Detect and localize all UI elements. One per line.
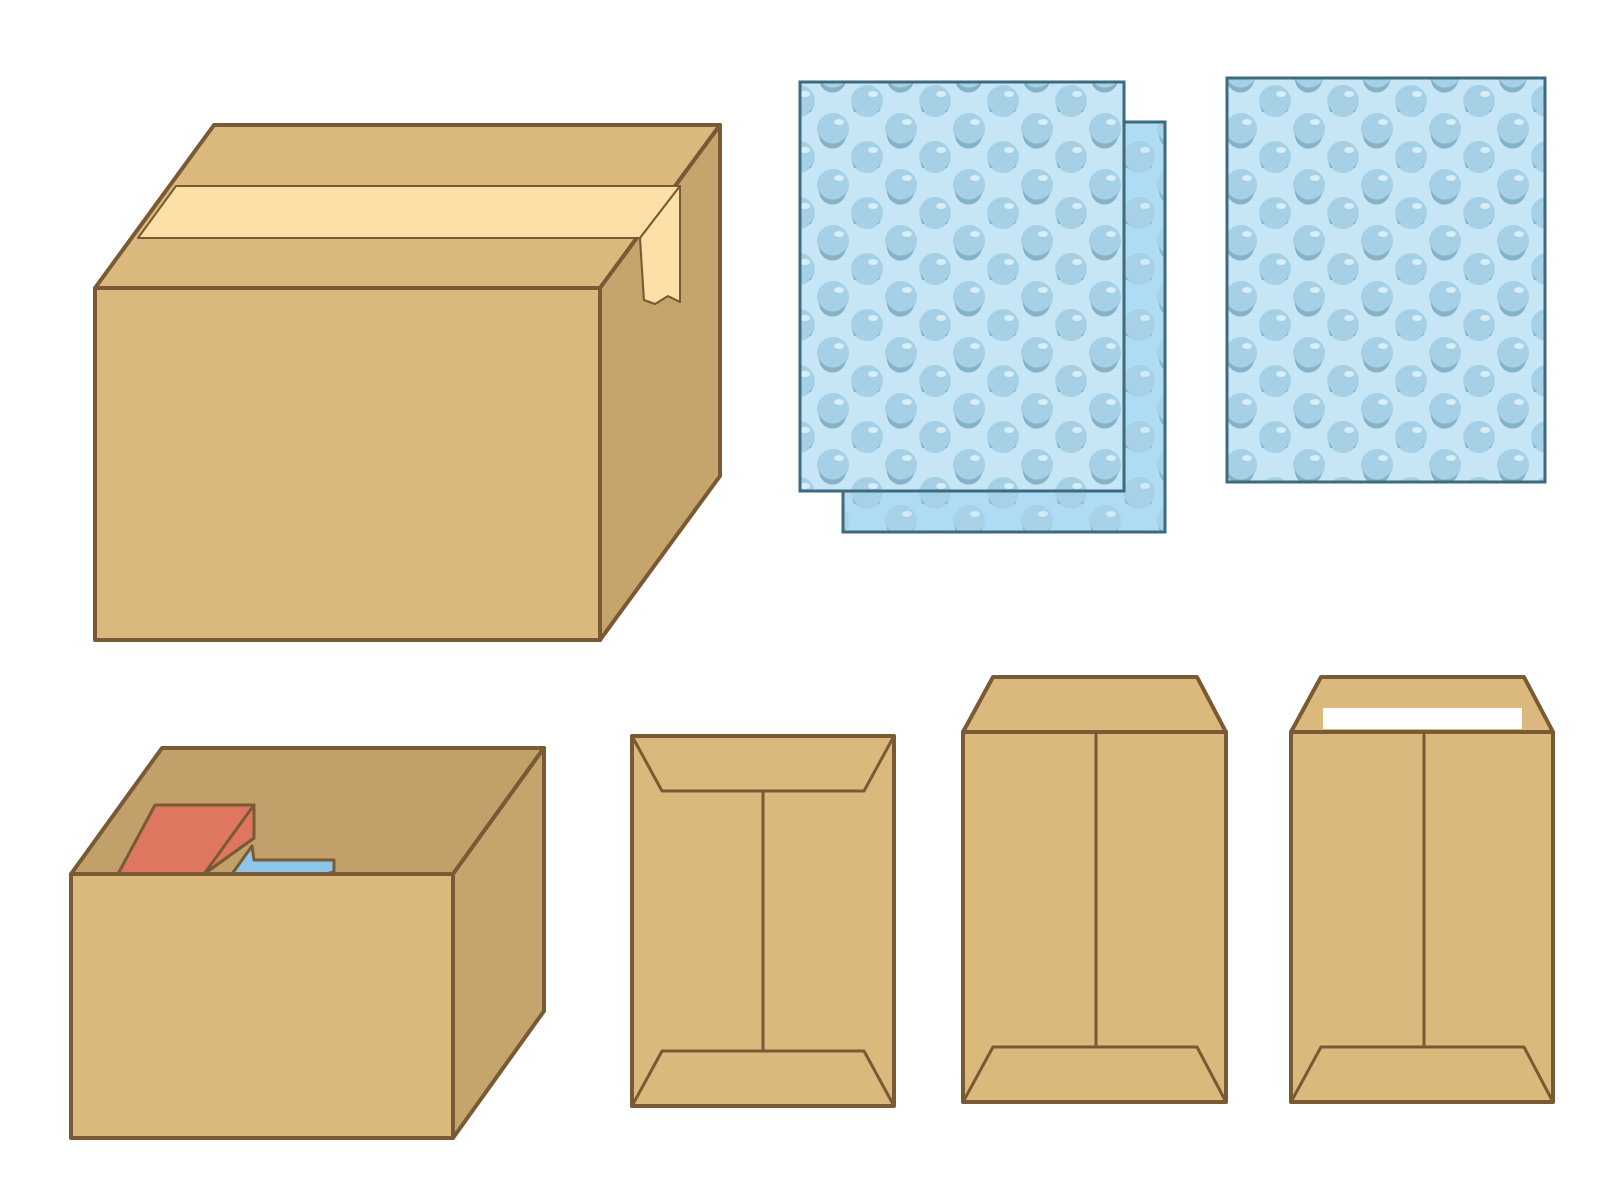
taped-cardboard-box	[93, 123, 722, 642]
envelope-body	[1289, 730, 1555, 1104]
envelope-bottom-flap	[1289, 1045, 1555, 1104]
bubble-wrap-single-bubbles	[1225, 76, 1547, 484]
kraft-envelope-open	[961, 675, 1228, 1104]
bubble-wrap-sheet	[1225, 76, 1547, 484]
book-red-spine	[202, 803, 256, 876]
envelope-top-flap	[630, 734, 896, 793]
envelope-open-flap	[961, 675, 1228, 734]
envelope-bottom-flap	[630, 1049, 896, 1108]
open-box-with-books	[69, 746, 546, 1140]
bubble-wrap-stack	[798, 80, 1167, 534]
envelope-bottom-flap	[961, 1045, 1228, 1104]
adhesive-seal-strip	[1323, 708, 1522, 729]
tape-end	[639, 185, 681, 305]
tape-strip	[137, 185, 681, 239]
box-front	[93, 286, 602, 642]
kraft-envelope-adhesive	[1289, 675, 1555, 1104]
kraft-envelope-closed	[630, 734, 896, 1108]
bubble-wrap-front-bubbles	[798, 80, 1126, 493]
open-box-front	[69, 872, 455, 1140]
